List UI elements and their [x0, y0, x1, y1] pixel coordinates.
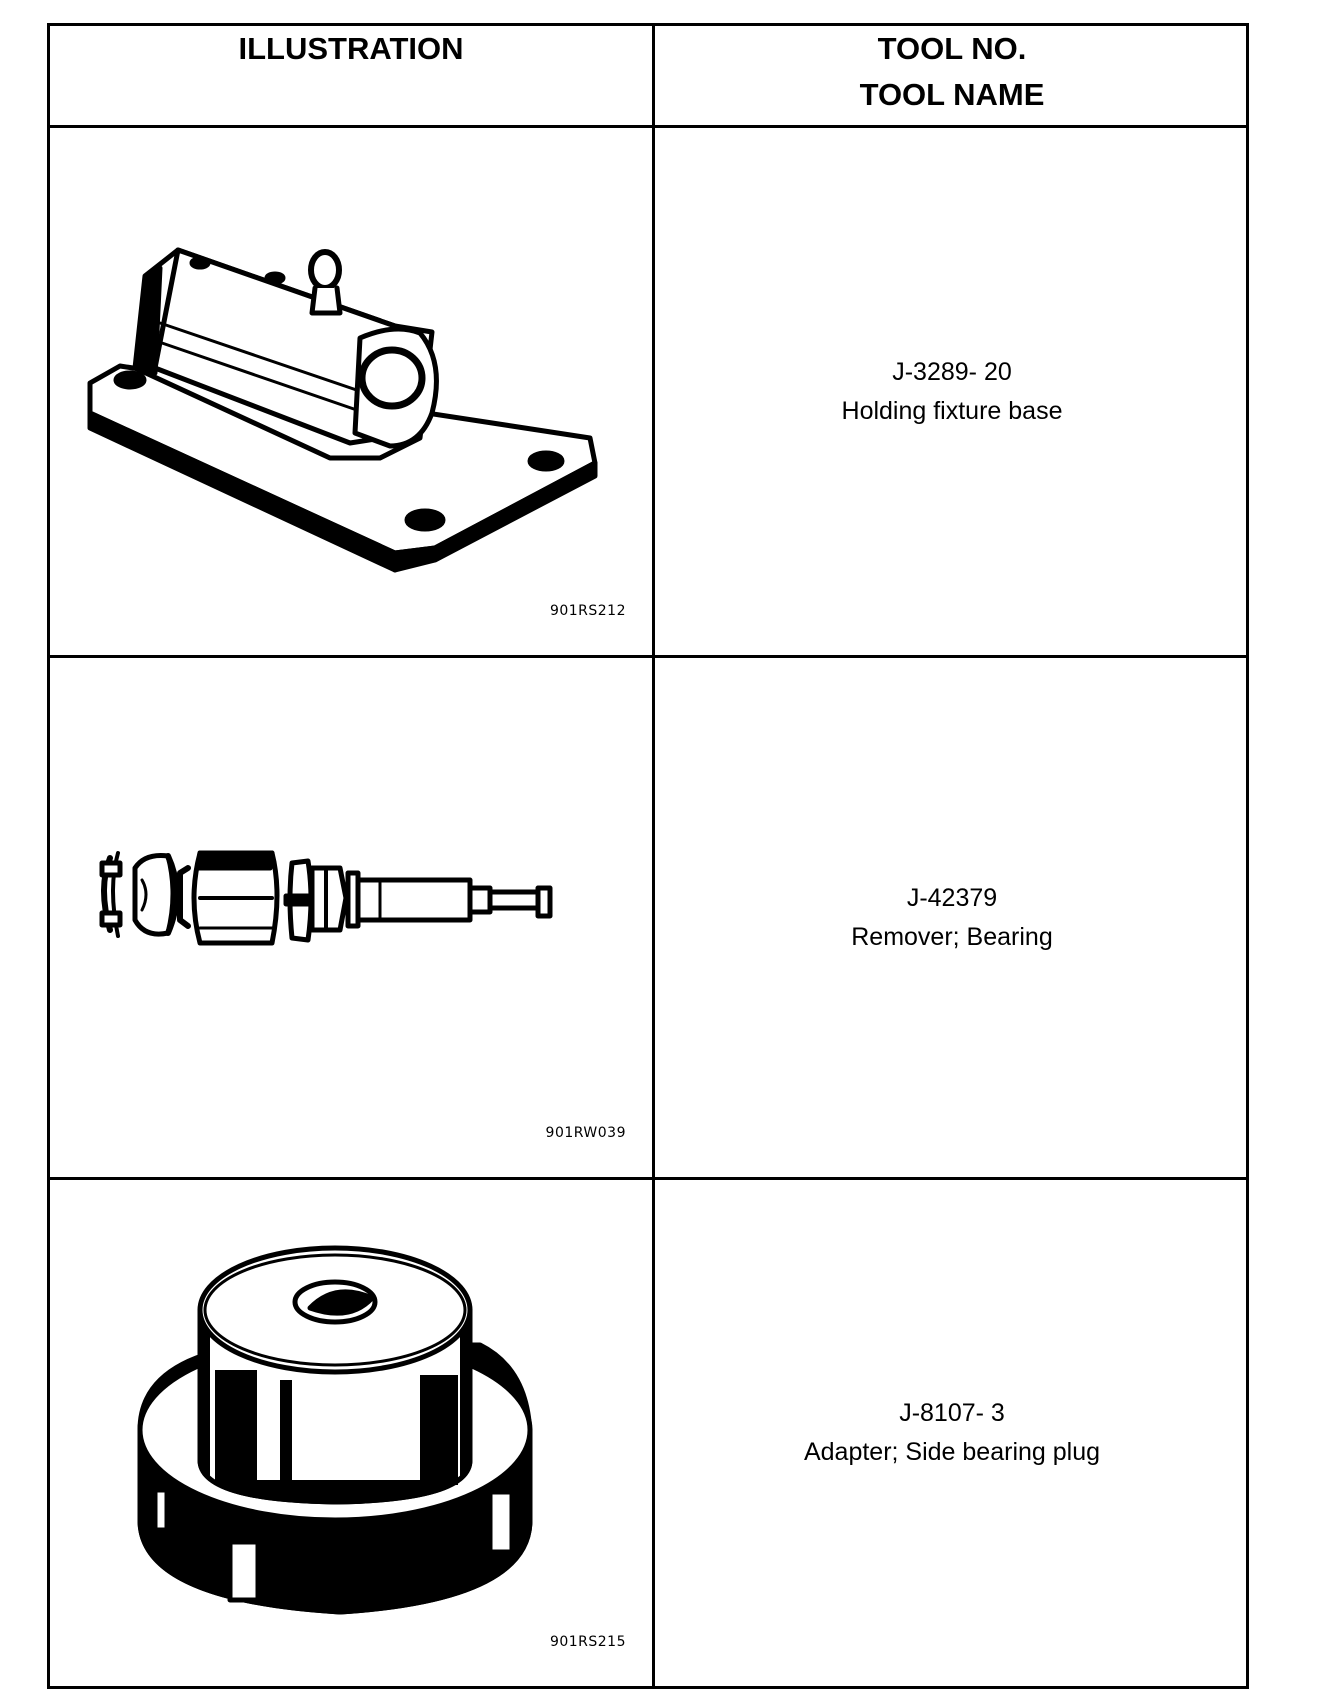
table-row: 901RS212 J-3289- 20 Holding fixture base	[50, 128, 1246, 658]
column-divider	[652, 26, 655, 1686]
tool-info-cell: J-8107- 3 Adapter; Side bearing plug	[655, 1180, 1249, 1686]
holding-fixture-icon	[87, 247, 598, 573]
side-bearing-adapter-icon	[137, 1245, 533, 1615]
table-row: 901RS215 J-8107- 3 Adapter; Side bearing…	[50, 1180, 1246, 1686]
figure-code: 901RS215	[549, 1634, 626, 1650]
tool-number: J-42379	[906, 883, 998, 912]
figure-code: 901RS212	[549, 603, 626, 619]
bearing-remover-icon	[99, 850, 553, 946]
header-tool-name-label: TOOL NAME	[859, 77, 1045, 112]
table-header: ILLUSTRATION TOOL NO. TOOL NAME	[50, 26, 1246, 128]
header-tool-no-label: TOOL NO.	[877, 31, 1027, 66]
tool-info-cell: J-42379 Remover; Bearing	[655, 658, 1249, 1177]
tool-name: Adapter; Side bearing plug	[803, 1438, 1101, 1466]
tool-name: Remover; Bearing	[851, 922, 1053, 951]
table-row: 901RW039 J-42379 Remover; Bearing	[50, 658, 1246, 1180]
figure-code: 901RW039	[545, 1125, 626, 1141]
tool-number: J-8107- 3	[899, 1399, 1005, 1427]
tool-info-cell: J-3289- 20 Holding fixture base	[655, 128, 1249, 655]
tool-number: J-3289- 20	[892, 357, 1012, 386]
illustration-cell: 901RS215	[50, 1180, 652, 1686]
illustration-cell: 901RW039	[50, 658, 652, 1177]
illustration-cell: 901RS212	[50, 128, 652, 655]
header-illustration: ILLUSTRATION	[50, 26, 652, 125]
header-illustration-label: ILLUSTRATION	[238, 31, 464, 66]
tool-table: ILLUSTRATION TOOL NO. TOOL NAME	[47, 23, 1249, 1689]
header-tool: TOOL NO. TOOL NAME	[655, 26, 1249, 125]
tool-name: Holding fixture base	[841, 396, 1063, 425]
